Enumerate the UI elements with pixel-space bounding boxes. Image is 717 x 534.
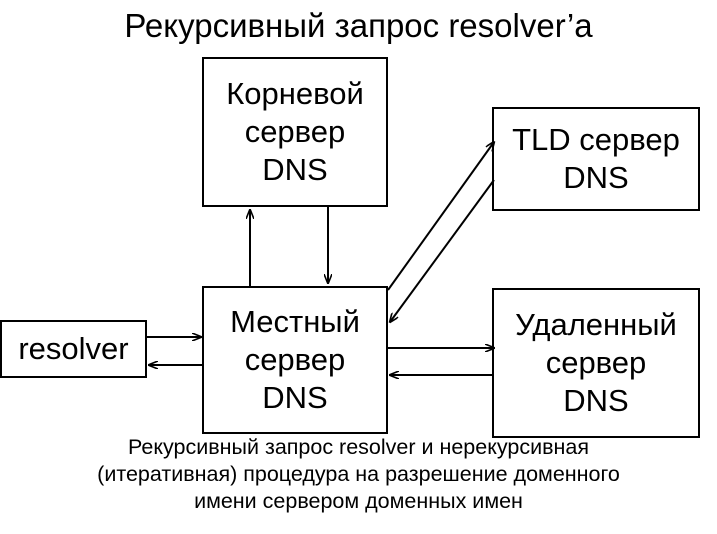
arrow-local-to-tld bbox=[387, 142, 494, 291]
root-dns-server-label: Корневой сервер DNS bbox=[226, 76, 364, 187]
caption-line-3: имени сервером доменных имен bbox=[194, 489, 523, 513]
root-dns-server-box: Корневой сервер DNS bbox=[202, 57, 388, 207]
resolver-box: resolver bbox=[0, 320, 147, 378]
local-dns-server-label: Местный сервер DNS bbox=[230, 304, 360, 415]
remote-dns-server-box: Удаленный сервер DNS bbox=[492, 288, 700, 438]
remote-dns-server-label: Удаленный сервер DNS bbox=[515, 307, 677, 418]
tld-dns-server-label: TLD сервер DNS bbox=[512, 122, 680, 195]
local-dns-server-box: Местный сервер DNS bbox=[202, 286, 388, 434]
tld-dns-server-box: TLD сервер DNS bbox=[492, 107, 700, 211]
diagram-title: Рекурсивный запрос resolver’а bbox=[124, 7, 593, 44]
diagram-caption: Рекурсивный запрос resolver и нерекурсив… bbox=[0, 434, 717, 515]
caption-line-1: Рекурсивный запрос resolver и нерекурсив… bbox=[128, 435, 589, 459]
arrow-tld-to-local bbox=[390, 179, 495, 322]
caption-line-2: (итеративная) процедура на разрешение до… bbox=[97, 462, 620, 486]
resolver-label: resolver bbox=[18, 331, 129, 366]
